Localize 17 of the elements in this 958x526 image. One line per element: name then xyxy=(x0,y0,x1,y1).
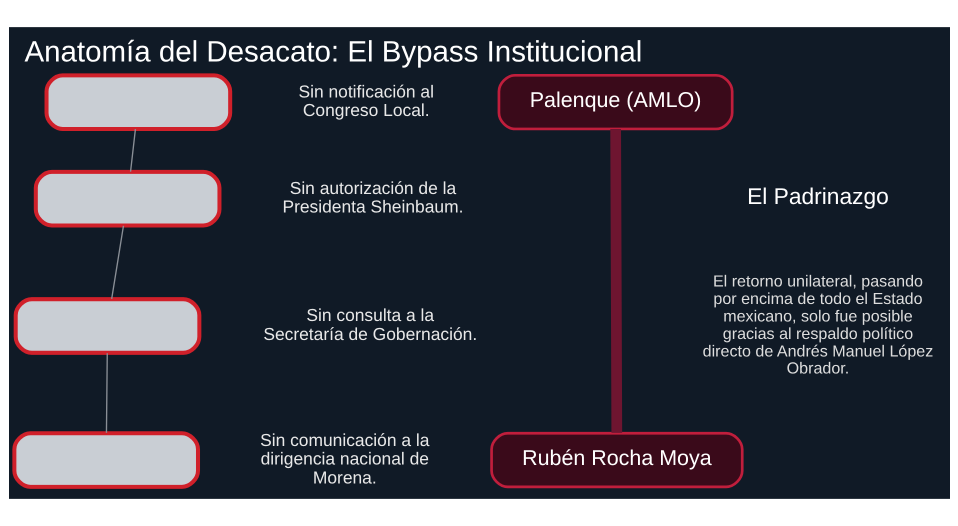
connector xyxy=(129,129,136,172)
node-label: Sin autorización de la Presidenta Sheinbaum. xyxy=(282,178,463,217)
node-box xyxy=(44,73,232,131)
node-label: Sin consulta a la Secretaría de Gobernación. xyxy=(262,305,477,344)
node-box: Palenque (AMLO) xyxy=(497,74,734,130)
node-label: Sin notificación al Congreso Local. xyxy=(298,81,434,120)
diagram-title: Anatomía del Desacato: El Bypass Institucional xyxy=(24,35,642,68)
connector xyxy=(610,129,622,433)
node-box xyxy=(12,431,200,489)
node-label: Sin comunicación a la dirigencia nacional de Morena. xyxy=(260,430,429,488)
node-box: Rubén Rocha Moya xyxy=(490,432,744,488)
node-box xyxy=(33,170,221,228)
connector xyxy=(110,226,124,299)
connector xyxy=(105,353,108,433)
label: El Padrinazgo xyxy=(746,183,888,210)
node-box xyxy=(13,297,201,355)
label: El retorno unilateral, pasando por encima de todo el Estado mexicano, solo fue posible gracias al respaldo político directo de Andrés Manuel López Obrador. xyxy=(702,272,933,378)
